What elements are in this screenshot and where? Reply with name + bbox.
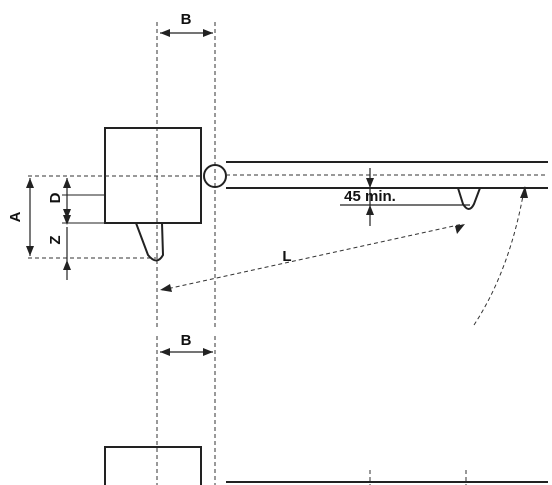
bottom-view: B: [104, 332, 548, 485]
operator-arm: [135, 222, 165, 262]
dimension-a: A: [7, 178, 34, 256]
dimension-z: Z: [47, 215, 71, 280]
operator-housing-lower: [104, 446, 202, 485]
dimension-b-top: B: [160, 11, 213, 37]
dimension-b-label: B: [181, 11, 192, 28]
dimension-l: L: [160, 223, 465, 292]
dimension-z-label: Z: [47, 235, 64, 244]
dimension-min-clearance: 45 min.: [340, 168, 470, 226]
dimension-l-label: L: [282, 248, 291, 265]
dimension-d: D: [47, 178, 71, 219]
dimension-d-label: D: [47, 192, 64, 203]
gate-leaf: [226, 161, 548, 189]
min-clearance-label: 45 min.: [344, 188, 396, 205]
dimension-b-bottom: B: [160, 332, 213, 356]
gate-bracket: [457, 187, 481, 210]
dimension-b-bottom-label: B: [181, 332, 192, 349]
top-view: B A D: [7, 11, 548, 330]
dimension-a-label: A: [7, 211, 24, 222]
gate-swing-arc: [473, 186, 528, 326]
